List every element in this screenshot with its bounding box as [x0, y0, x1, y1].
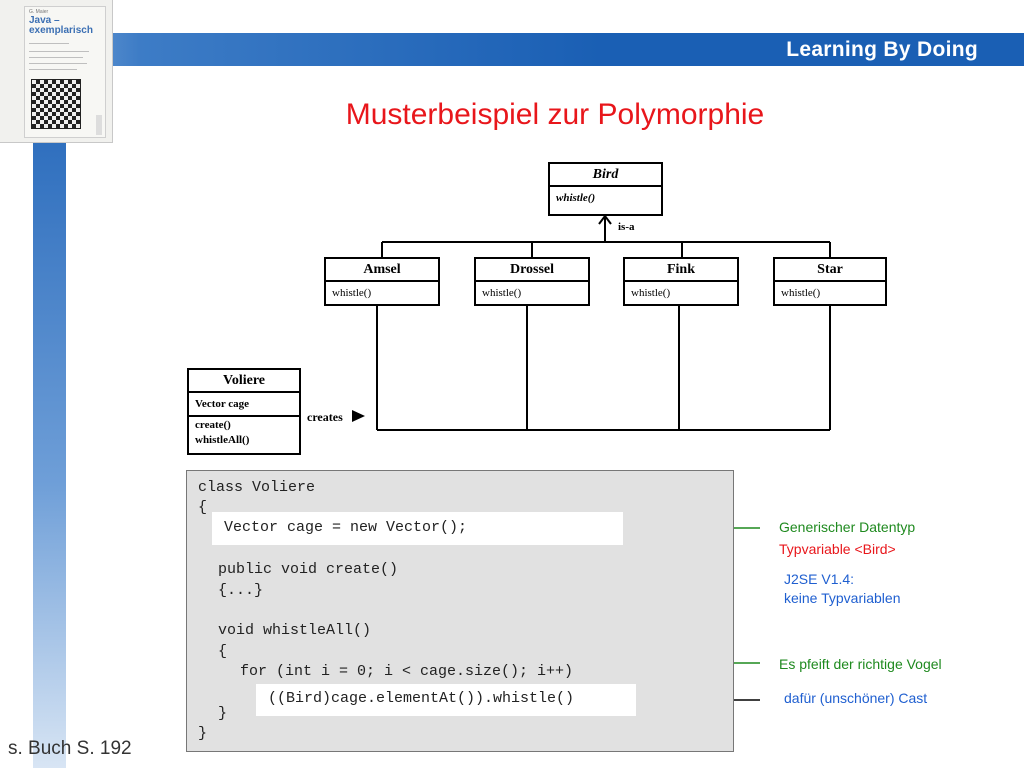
note-type-variable: Typvariable <Bird> — [779, 541, 896, 557]
uml-class-voliere: Voliere Vector cage create() whistleAll(… — [187, 368, 301, 455]
book-spine-label — [96, 115, 102, 135]
uml-class-name: Amsel — [326, 259, 438, 282]
code-line: class Voliere — [198, 479, 316, 496]
uml-class-fink: Fink whistle() — [623, 257, 739, 306]
uml-class-amsel: Amsel whistle() — [324, 257, 440, 306]
book-cover: G. Maier Java – exemplarisch — [0, 0, 113, 143]
creates-label: creates — [307, 410, 343, 424]
uml-method: whistle() — [332, 287, 372, 299]
code-line: } — [218, 705, 228, 722]
uml-class-name: Bird — [550, 164, 661, 187]
book-title-line1: Java – — [29, 15, 60, 26]
book-text-line — [29, 51, 89, 52]
uml-method: whistle() — [556, 192, 596, 204]
code-line: {...} — [218, 582, 264, 599]
sidebar-stripe — [33, 140, 66, 768]
header-banner — [0, 33, 1024, 66]
code-line: { — [218, 643, 228, 660]
uml-method: whistle() — [781, 287, 821, 299]
uml-class-name: Fink — [625, 259, 737, 282]
uml-attribute: Vector cage — [189, 393, 299, 417]
banner-title: Learning By Doing — [786, 38, 978, 61]
uml-method: whistleAll() — [195, 434, 250, 446]
note-generic-type: Generischer Datentyp — [779, 519, 916, 535]
book-text-line — [29, 57, 83, 58]
code-highlight — [256, 684, 636, 716]
uml-class-name: Drossel — [476, 259, 588, 282]
code-line: void whistleAll() — [218, 622, 372, 639]
uml-method: create() — [195, 419, 231, 431]
uml-class-name: Star — [775, 259, 885, 282]
uml-class-name: Voliere — [189, 370, 299, 393]
book-cover-page: G. Maier Java – exemplarisch — [24, 6, 106, 138]
uml-class-bird: Bird whistle() — [548, 162, 663, 216]
code-line: for (int i = 0; i < cage.size(); i++) — [240, 663, 574, 680]
book-title: Java – exemplarisch — [29, 16, 93, 36]
book-text-line — [29, 69, 77, 70]
chessboard-image — [31, 79, 81, 129]
book-reference: s. Buch S. 192 — [8, 738, 132, 759]
uml-method: whistle() — [631, 287, 671, 299]
uml-class-star: Star whistle() — [773, 257, 887, 306]
code-line: { — [198, 499, 208, 516]
uml-class-drossel: Drossel whistle() — [474, 257, 590, 306]
note-j2se: J2SE V1.4: — [784, 571, 855, 587]
code-line-highlighted: ((Bird)cage.elementAt()).whistle() — [268, 690, 575, 707]
code-highlight — [212, 512, 623, 545]
slide-title: Musterbeispiel zur Polymorphie — [345, 98, 765, 131]
book-brand: G. Maier — [29, 9, 49, 15]
isa-label: is-a — [618, 221, 635, 233]
book-text-line — [29, 63, 87, 64]
note-cast: dafür (unschöner) Cast — [784, 690, 928, 706]
code-line-highlighted: Vector cage = new Vector(); — [224, 519, 468, 536]
uml-method: whistle() — [482, 287, 522, 299]
code-line: public void create() — [218, 561, 399, 578]
book-text-line — [29, 43, 69, 44]
book-title-line2: exemplarisch — [29, 25, 93, 36]
note-correct-bird: Es pfeift der richtige Vogel — [779, 656, 942, 672]
code-line: } — [198, 725, 208, 742]
note-no-type-variables: keine Typvariablen — [784, 590, 901, 606]
